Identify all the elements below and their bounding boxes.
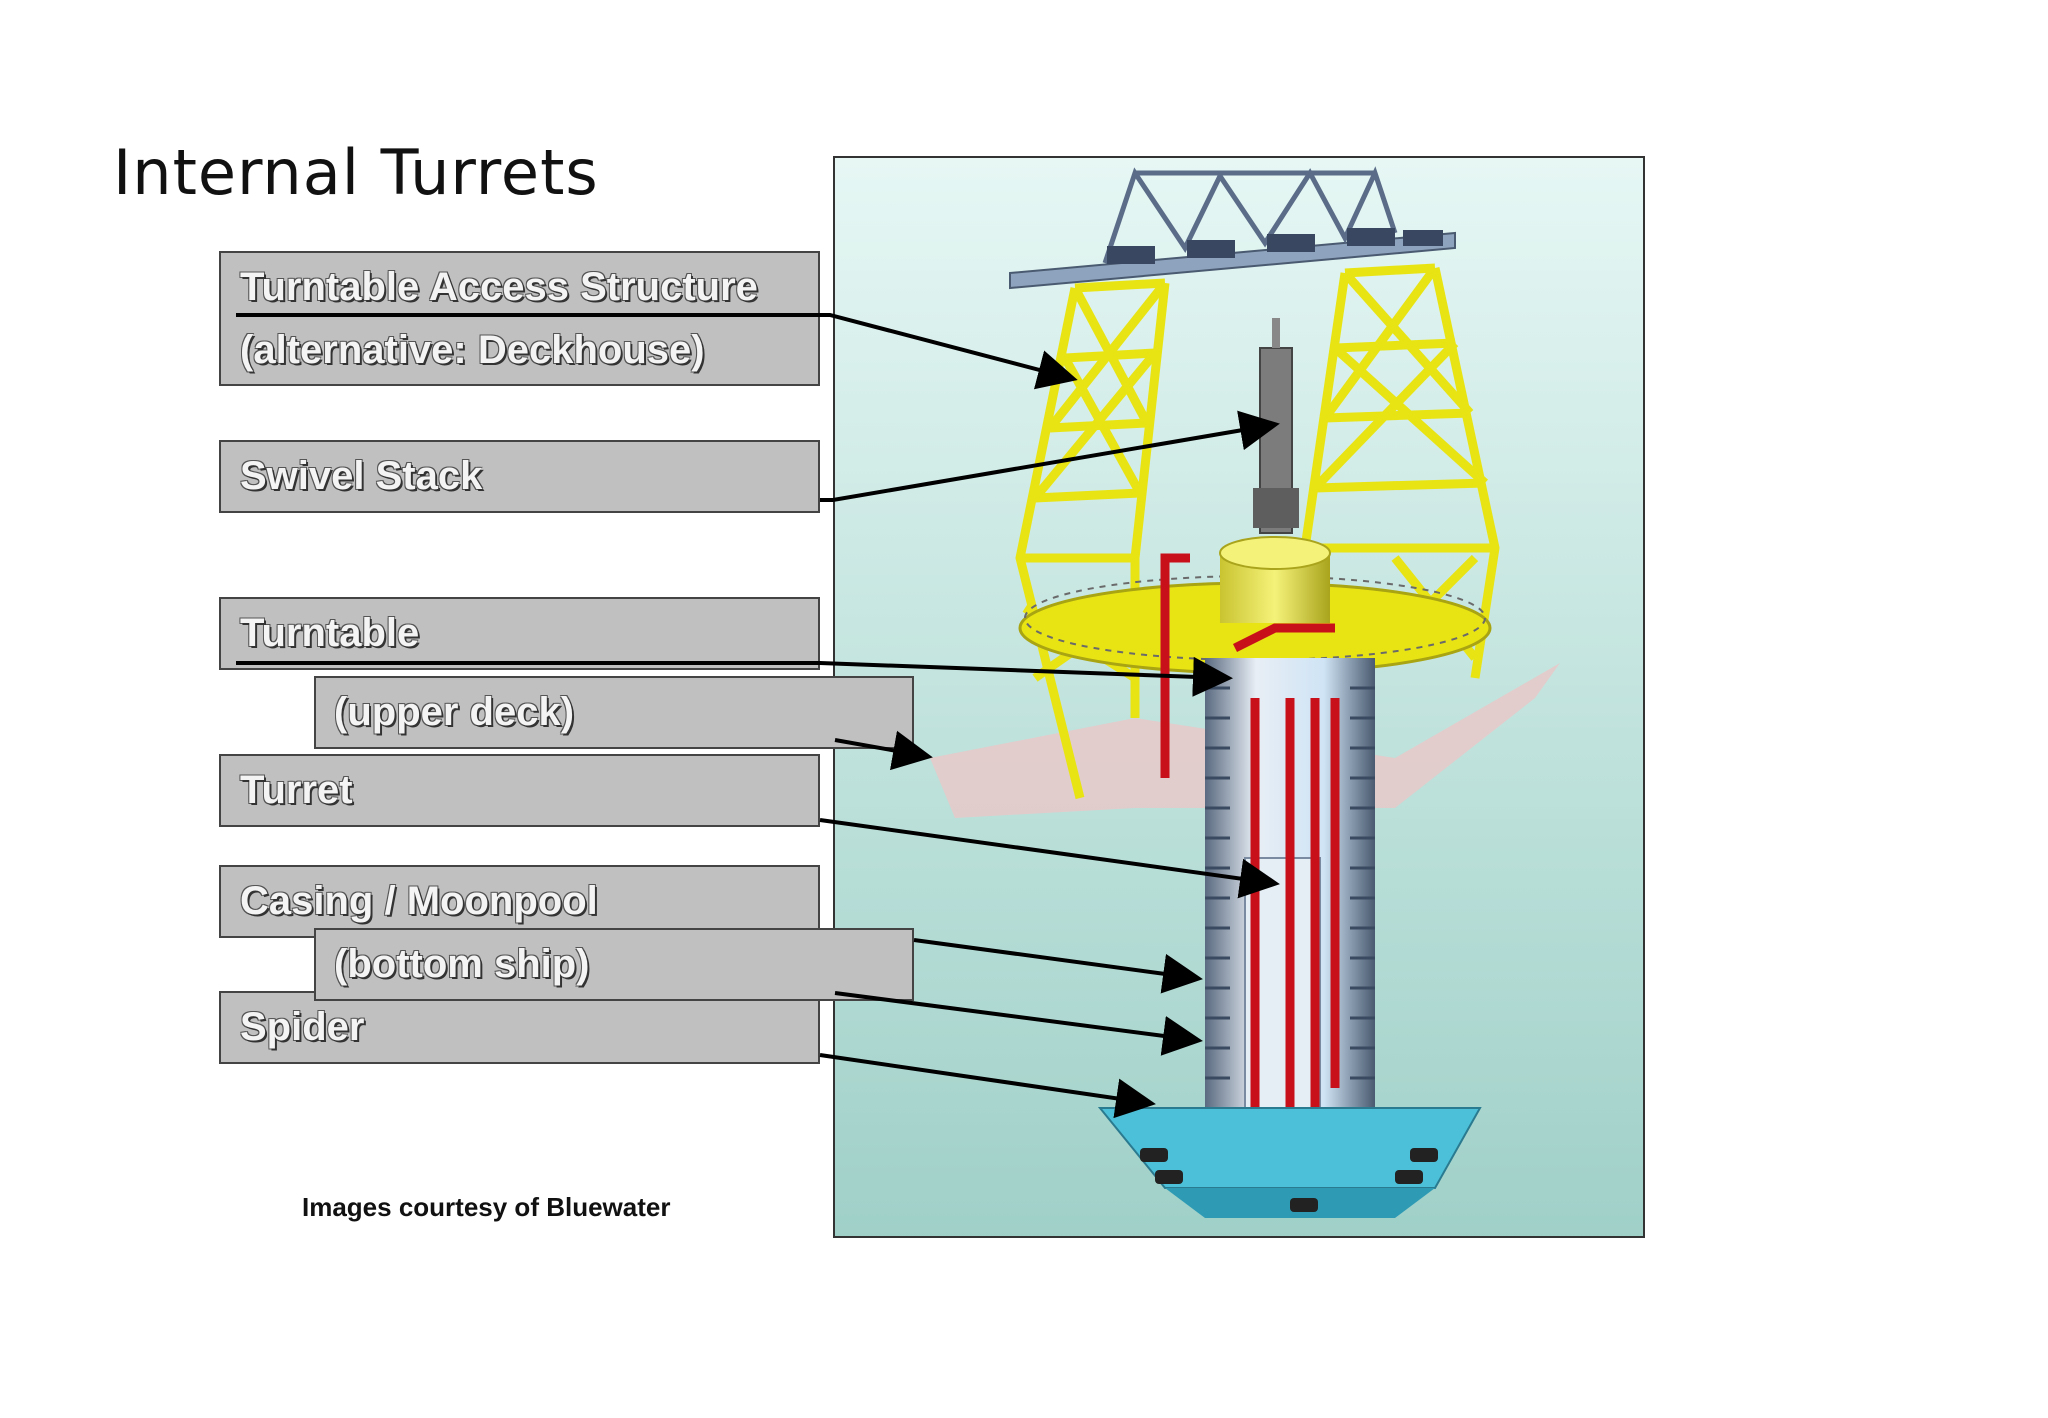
arrow-bottom-ship (834, 991, 1203, 1056)
label-swivel-stack: Swivel Stack (240, 454, 483, 498)
label-box-spider (219, 991, 820, 1064)
arrow-casing (913, 938, 1203, 994)
turret-illustration (833, 156, 1645, 1238)
label-box-swivel-stack (219, 440, 820, 513)
label-box-bottom-ship (314, 928, 914, 1001)
label-spider: Spider (240, 1005, 365, 1049)
label-access-alternative: (alternative: Deckhouse) (240, 328, 705, 372)
drum-top (1219, 536, 1331, 570)
label-upper-deck: (upper deck) (334, 690, 575, 734)
risers (1160, 553, 1340, 1118)
gantry-blocks (1107, 228, 1443, 264)
deck-railing (1024, 575, 1486, 661)
swivel-base (1253, 488, 1299, 528)
label-bottom-ship: (bottom ship) (334, 942, 590, 986)
turret-drawing (835, 158, 1643, 1236)
gantry-truss (1102, 166, 1398, 264)
label-access-structure: Turntable Access Structure (240, 265, 758, 309)
label-box-upper-deck (314, 676, 914, 749)
arrow-upper-deck (834, 730, 933, 771)
label-box-turret (219, 754, 820, 827)
arrow-turret (819, 818, 1280, 899)
slide-title: Internal Turrets (113, 136, 599, 209)
image-credit: Images courtesy of Bluewater (302, 1192, 671, 1222)
label-box-turntable (219, 597, 820, 670)
arrow-swivel-stack (820, 410, 1280, 502)
swivel-top (1272, 318, 1280, 348)
shaft-ribs (1205, 686, 1375, 1080)
arrow-spider (819, 1053, 1156, 1119)
arrow-access-structure (236, 313, 1078, 390)
label-box-access-structure (219, 251, 820, 386)
arrow-turntable (236, 656, 1233, 697)
label-turntable: Turntable (240, 611, 420, 655)
label-turret: Turret (240, 768, 353, 812)
mooring-chains (1140, 1148, 1438, 1212)
label-casing: Casing / Moonpool (240, 879, 598, 923)
